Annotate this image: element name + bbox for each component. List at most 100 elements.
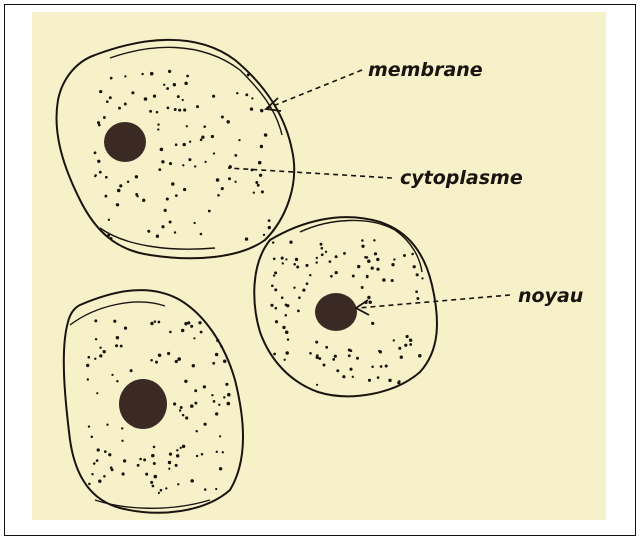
cytoplasm-granule bbox=[124, 326, 127, 329]
cell-nucleus bbox=[104, 122, 146, 162]
cytoplasm-granule bbox=[122, 472, 125, 475]
cytoplasm-granule bbox=[86, 364, 89, 367]
cytoplasm-granule bbox=[261, 190, 264, 193]
cytoplasm-granule bbox=[200, 233, 203, 236]
cytoplasm-granule bbox=[271, 284, 274, 287]
cytoplasm-granule bbox=[158, 353, 162, 357]
cytoplasm-granule bbox=[215, 353, 219, 357]
cytoplasm-granule bbox=[99, 171, 102, 174]
cytoplasm-granule bbox=[377, 376, 380, 379]
cytoplasm-granule bbox=[165, 487, 167, 489]
cytoplasm-granule bbox=[156, 235, 159, 238]
cytoplasm-granule bbox=[177, 95, 180, 98]
cytoplasm-granule bbox=[160, 148, 164, 152]
cytoplasm-granule bbox=[180, 406, 183, 409]
cytoplasm-granule bbox=[213, 152, 215, 154]
cytoplasm-granule bbox=[169, 331, 172, 334]
cytoplasm-granule bbox=[150, 72, 154, 76]
cytoplasm-granule bbox=[184, 380, 187, 383]
cytoplasm-granule bbox=[411, 253, 414, 256]
cytoplasm-granule bbox=[352, 376, 354, 378]
cytoplasm-granule bbox=[421, 277, 423, 279]
cytoplasm-granule bbox=[204, 423, 207, 426]
cytoplasm-granule bbox=[371, 266, 374, 269]
cytoplasm-granule bbox=[105, 176, 108, 179]
cytoplasm-granule bbox=[203, 385, 206, 388]
cytoplasm-granule bbox=[247, 73, 250, 76]
cytoplasm-granule bbox=[158, 168, 161, 171]
cytoplasm-granule bbox=[99, 347, 101, 349]
cytoplasm-granule bbox=[108, 453, 111, 456]
cytoplasm-granule bbox=[117, 189, 121, 193]
cytoplasm-granule bbox=[111, 374, 113, 376]
cytoplasm-granule bbox=[88, 425, 90, 427]
cytoplasm-granule bbox=[336, 369, 339, 372]
cytoplasm-granule bbox=[98, 479, 101, 482]
cytoplasm-granule bbox=[357, 265, 360, 268]
cytoplasm-granule bbox=[176, 449, 178, 451]
cytoplasm-granule bbox=[93, 462, 96, 465]
cytoplasm-granule bbox=[194, 165, 196, 167]
cytoplasm-granule bbox=[219, 435, 221, 437]
cytoplasm-label: cytoplasme bbox=[400, 167, 523, 189]
cytoplasm-granule bbox=[201, 453, 204, 456]
cytoplasm-granule bbox=[168, 70, 171, 73]
cytoplasm-granule bbox=[282, 262, 284, 264]
cytoplasm-granule bbox=[110, 77, 113, 80]
cytoplasm-granule bbox=[268, 219, 271, 222]
cytoplasm-granule bbox=[309, 274, 311, 276]
cytoplasm-granule bbox=[253, 192, 255, 194]
cytoplasm-granule bbox=[215, 488, 217, 490]
cytoplasm-granule bbox=[273, 274, 275, 276]
cytoplasm-granule bbox=[185, 416, 188, 419]
cytoplasm-granule bbox=[329, 260, 332, 263]
cytoplasm-granule bbox=[97, 160, 100, 163]
cytoplasm-granule bbox=[208, 210, 211, 213]
cytoplasm-granule bbox=[163, 84, 165, 86]
cytoplasm-granule bbox=[325, 346, 328, 349]
cytoplasm-granule bbox=[398, 380, 400, 382]
cytoplasm-granule bbox=[121, 427, 123, 429]
cytoplasm-granule bbox=[321, 247, 324, 250]
cytoplasm-granule bbox=[216, 339, 219, 342]
cytoplasm-granule bbox=[297, 310, 300, 313]
cytoplasm-granule bbox=[334, 355, 337, 358]
cytoplasm-granule bbox=[285, 351, 289, 355]
cytoplasm-granule bbox=[135, 193, 138, 196]
cytoplasm-granule bbox=[97, 121, 100, 124]
cytoplasm-granule bbox=[250, 107, 253, 110]
cytoplasm-granule bbox=[332, 358, 335, 361]
cytoplasm-granule bbox=[198, 321, 201, 324]
cytoplasm-granule bbox=[143, 458, 146, 461]
cytoplasm-granule bbox=[169, 162, 172, 165]
cytoplasm-granule bbox=[263, 234, 265, 236]
cytoplasm-granule bbox=[361, 286, 364, 289]
cytoplasm-granule bbox=[352, 275, 355, 278]
cytoplasm-granule bbox=[275, 307, 278, 310]
cytoplasm-granule bbox=[367, 296, 370, 299]
cytoplasm-granule bbox=[393, 258, 395, 260]
cytoplasm-granule bbox=[190, 404, 194, 408]
cytoplasm-granule bbox=[97, 448, 100, 451]
cytoplasm-granule bbox=[173, 83, 176, 86]
cytoplasm-granule bbox=[96, 392, 98, 394]
cytoplasm-granule bbox=[187, 321, 190, 324]
cytoplasm-granule bbox=[96, 459, 99, 462]
cytoplasm-granule bbox=[302, 289, 305, 292]
cytoplasm-granule bbox=[151, 454, 155, 458]
cytoplasm-granule bbox=[161, 160, 164, 163]
cytoplasm-granule bbox=[116, 336, 119, 339]
cytoplasm-granule bbox=[107, 234, 110, 237]
cytoplasm-granule bbox=[154, 475, 158, 479]
cytoplasm-granule bbox=[118, 107, 121, 110]
cytoplasm-granule bbox=[234, 154, 237, 157]
cytoplasm-granule bbox=[190, 325, 193, 328]
cytoplasm-granule bbox=[245, 237, 248, 240]
cytoplasm-granule bbox=[196, 105, 199, 108]
cytoplasm-granule bbox=[268, 226, 271, 229]
cytoplasm-granule bbox=[330, 275, 333, 278]
cytoplasm-granule bbox=[182, 164, 184, 166]
cytoplasm-granule bbox=[169, 453, 172, 456]
cytoplasm-granule bbox=[157, 123, 159, 125]
cytoplasm-granule bbox=[316, 384, 318, 386]
